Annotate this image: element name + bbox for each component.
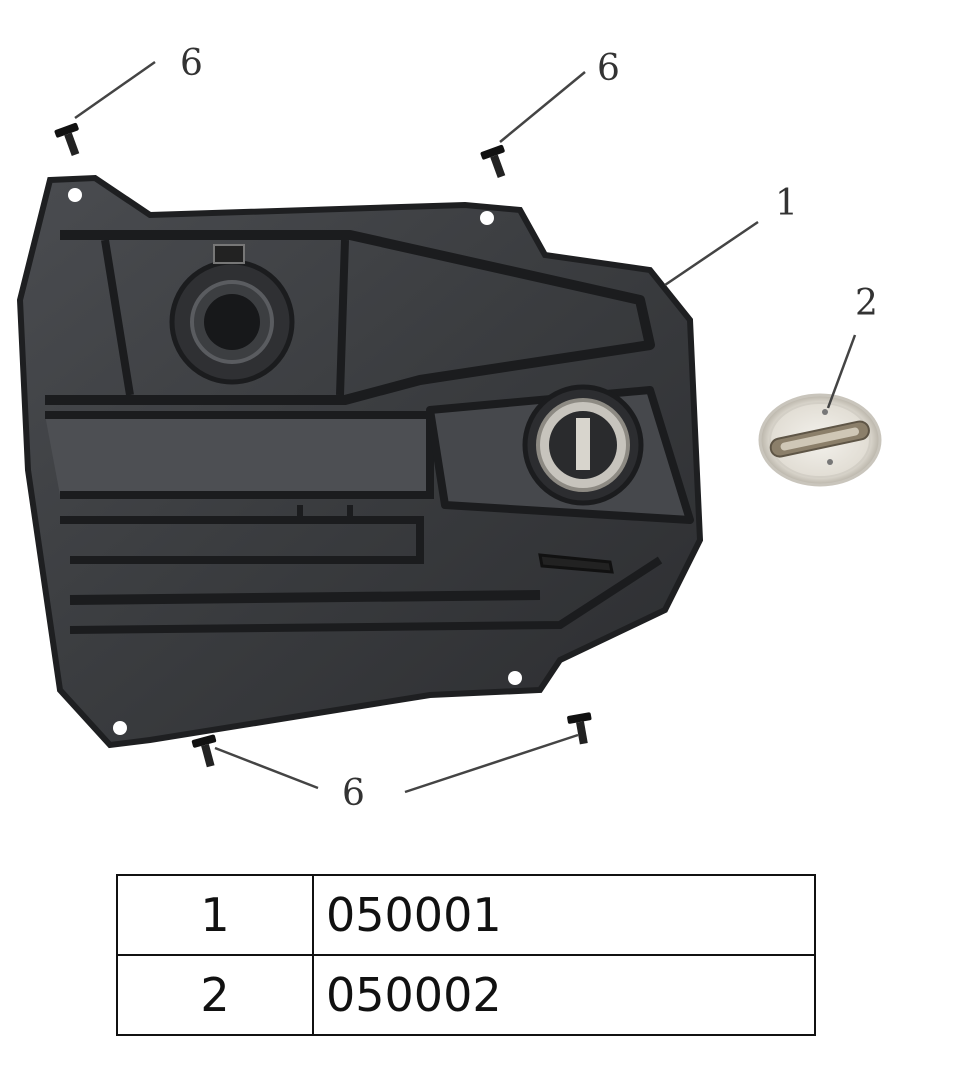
part-ref-cell: 2 (116, 954, 314, 1036)
screw (480, 144, 506, 179)
callout-screw-top-left: 6 (180, 43, 203, 84)
filler-neck (522, 384, 644, 506)
callout-screws-bottom: 6 (342, 773, 365, 814)
callout-cap: 2 (855, 283, 878, 324)
leader-line (664, 220, 759, 287)
callout-screw-top-right: 6 (597, 48, 620, 89)
leader-line (404, 733, 579, 794)
part-ref-cell: 1 (116, 874, 314, 956)
table-row: 1 050001 (116, 874, 816, 956)
leader-line (214, 746, 319, 790)
vent-fitting (538, 553, 614, 574)
screw (191, 734, 217, 768)
leader-line (499, 71, 586, 143)
part-number-cell: 050001 (312, 874, 816, 956)
exploded-parts-diagram: 6 6 1 2 6 (16, 43, 882, 814)
table-row: 2 050002 (116, 954, 816, 1036)
mount-hole (68, 188, 82, 202)
part-number-cell: 050002 (312, 954, 816, 1036)
fuel-pump-flange (169, 244, 295, 385)
fuel-cap (758, 393, 882, 487)
leader-line (74, 60, 156, 120)
mount-hole (113, 721, 127, 735)
leader-lines (74, 60, 857, 794)
leader-line (826, 334, 857, 409)
parts-table: 1 050001 2 050002 (116, 874, 816, 1036)
screw (54, 122, 80, 157)
fuel-tank (16, 174, 704, 749)
mount-hole (508, 671, 522, 685)
screw (567, 712, 592, 745)
callout-tank: 1 (775, 183, 798, 224)
mount-hole (480, 211, 494, 225)
